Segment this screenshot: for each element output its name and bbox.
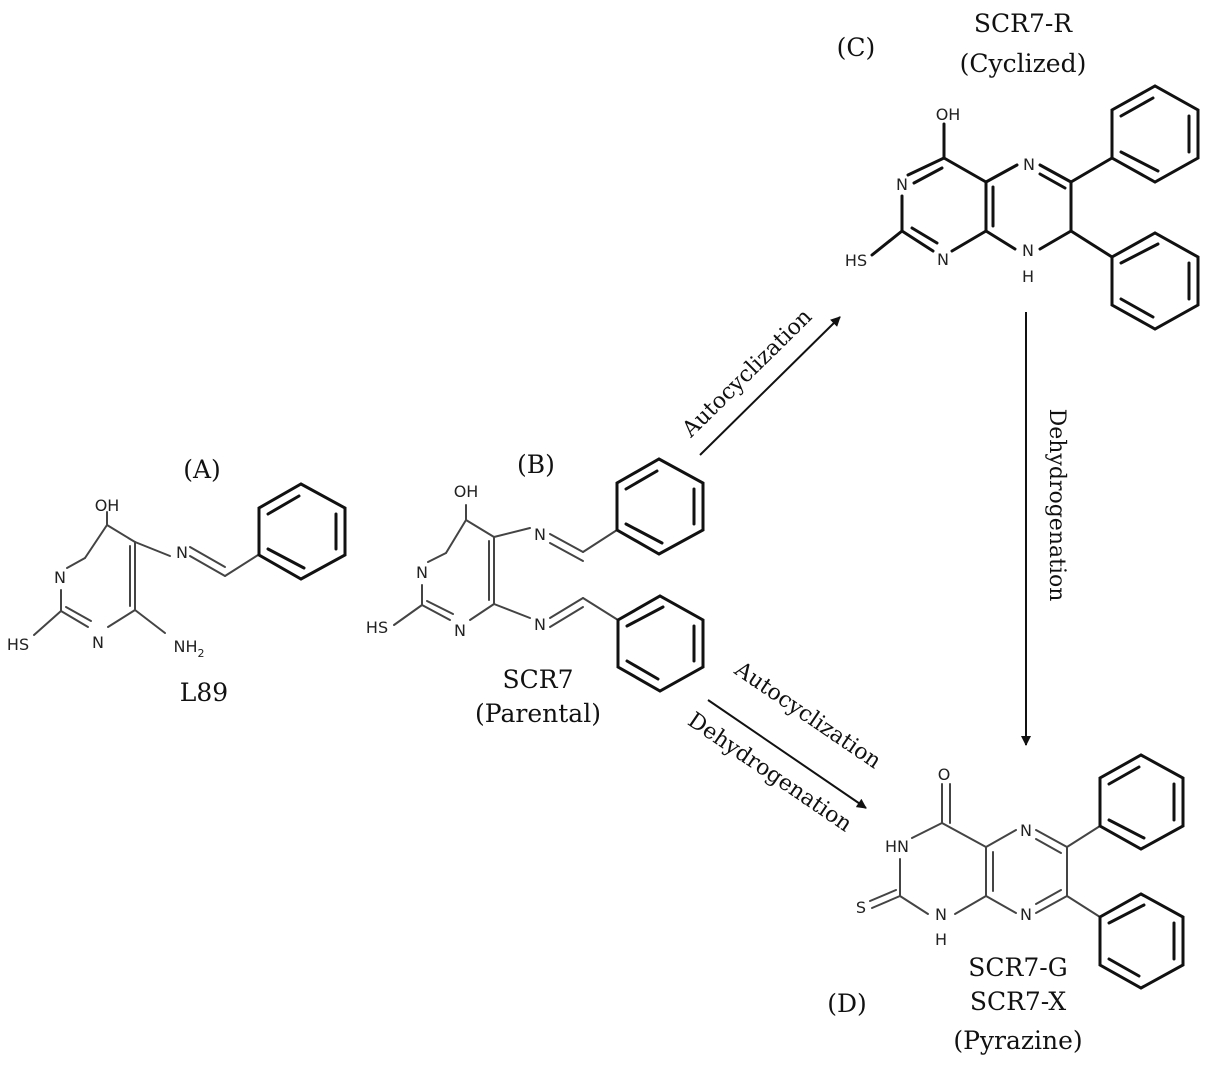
scr7r-n3: N xyxy=(937,250,949,269)
arrow-vertical-label: Dehydrogenation xyxy=(1044,409,1069,602)
scr7g-phenyl-upper xyxy=(1098,753,1185,851)
scr7g-name2: SCR7-X xyxy=(970,987,1067,1016)
scr7g-h: H xyxy=(935,930,947,949)
l89-n3: N xyxy=(92,633,104,652)
l89-nh2: NH2 xyxy=(174,637,205,660)
scr7-name: SCR7 xyxy=(503,665,574,694)
scr7g-sub: (Pyrazine) xyxy=(953,1026,1082,1055)
arrow-autocyclization-dehydrogenation: Autocyclization Dehydrogenation xyxy=(683,656,885,837)
l89-hs: HS xyxy=(7,635,29,654)
structure-scr7-g: (D) xyxy=(827,753,1185,1055)
scr7r-n5: N xyxy=(1023,155,1035,174)
scr7g-o: O xyxy=(938,765,951,784)
scr7-n-imine-upper: N xyxy=(534,525,546,544)
arrow-dehydrogenation-vertical: Dehydrogenation xyxy=(1021,312,1069,746)
scr7-oh: OH xyxy=(454,482,479,501)
scr7-n3: N xyxy=(454,621,466,640)
scr7-phenyl-upper xyxy=(615,457,705,556)
arrow-upper-label: Autocyclization xyxy=(677,304,817,443)
scr7g-phenyl-lower xyxy=(1098,892,1185,990)
l89-name: L89 xyxy=(180,678,228,707)
scr7r-name: SCR7-R xyxy=(974,9,1073,38)
scr7r-n8: N xyxy=(1022,241,1034,260)
l89-bonds xyxy=(33,511,259,636)
structure-scr7-r: (C) SCR7-R (Cyclized) xyxy=(837,9,1200,331)
arrow-autocyclization-upper: Autocyclization xyxy=(677,304,841,456)
scr7g-bonds xyxy=(869,783,1101,918)
scr7-n-imine-lower: N xyxy=(534,615,546,634)
scr7-phenyl-lower xyxy=(616,594,705,693)
scr7-bonds xyxy=(393,504,619,628)
structure-l89: (A) xyxy=(7,455,347,707)
scr7g-n5: N xyxy=(1020,821,1032,840)
panel-b-tag: (B) xyxy=(517,450,555,479)
scr7-sub: (Parental) xyxy=(475,699,601,728)
panel-d-tag: (D) xyxy=(827,989,867,1018)
scr7r-sub: (Cyclized) xyxy=(960,49,1087,78)
scr7g-hn: HN xyxy=(885,837,909,856)
scr7r-phenyl-upper xyxy=(1110,84,1200,184)
structure-scr7: (B) xyxy=(366,450,705,728)
scr7-hs: HS xyxy=(366,618,388,637)
scr7g-nh: N xyxy=(935,905,947,924)
scr7r-phenyl-lower xyxy=(1110,231,1200,331)
l89-oh: OH xyxy=(95,496,120,515)
l89-n1: N xyxy=(54,568,66,587)
l89-phenyl xyxy=(257,482,347,581)
l89-n-imine: N xyxy=(176,543,188,562)
panel-a-tag: (A) xyxy=(183,455,221,484)
scr7r-h8: H xyxy=(1022,267,1034,286)
scr7g-n8: N xyxy=(1020,905,1032,924)
scr7g-name1: SCR7-G xyxy=(968,953,1067,982)
scr7r-n1: N xyxy=(896,175,908,194)
scr7-n1: N xyxy=(416,563,428,582)
scr7r-hs: HS xyxy=(845,251,867,270)
panel-c-tag: (C) xyxy=(837,33,876,62)
scr7r-bonds xyxy=(870,122,1114,259)
scr7r-oh: OH xyxy=(936,105,961,124)
scr7g-s: S xyxy=(856,898,866,917)
